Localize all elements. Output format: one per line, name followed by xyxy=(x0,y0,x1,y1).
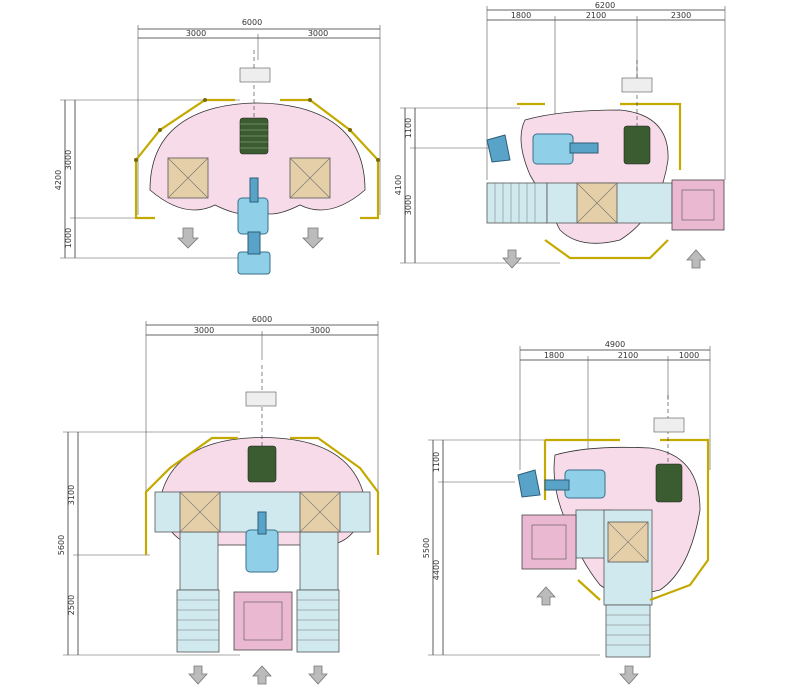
dim-total-width: 6200 xyxy=(595,1,615,10)
dim-total-height: 4200 xyxy=(54,170,63,190)
dim-upper-height: 1100 xyxy=(404,118,413,138)
dim-right-width: 3000 xyxy=(310,326,330,335)
dim-seg3-width: 2300 xyxy=(671,11,691,20)
wire-feeder-icon xyxy=(239,67,271,83)
robot-arm-icon xyxy=(486,133,599,165)
dim-seg1-width: 1800 xyxy=(511,11,531,20)
flow-arrow-icon xyxy=(188,665,328,685)
wire-feeder-icon xyxy=(621,77,653,93)
dim-lower-height: 3000 xyxy=(404,195,413,215)
safety-fence-icon xyxy=(543,438,710,602)
dim-total-width: 6000 xyxy=(242,18,262,27)
layout-top-left: 6000 3000 3000 4200 3000 1000 xyxy=(54,18,381,275)
dim-seg1-width: 1800 xyxy=(544,351,564,360)
layout-bottom-right: 4900 1800 2100 1000 5500 1100 4400 xyxy=(422,340,711,685)
robot-arm-icon xyxy=(517,469,606,499)
conveyor-icon xyxy=(179,531,219,591)
dim-lower-height: 2500 xyxy=(67,595,76,615)
dim-seg2-width: 2100 xyxy=(618,351,638,360)
wire-coil-icon xyxy=(247,445,277,483)
dim-right-width: 3000 xyxy=(308,29,328,38)
conveyor-icon xyxy=(176,589,220,653)
dim-left-width: 3000 xyxy=(186,29,206,38)
safety-fence-icon xyxy=(517,102,682,260)
safety-fence-icon xyxy=(134,98,380,220)
wire-coil-icon xyxy=(655,463,683,503)
dim-upper-height: 3000 xyxy=(64,150,73,170)
pallet-icon xyxy=(671,179,725,231)
flow-arrow-icon xyxy=(177,227,324,249)
flow-arrow-icon xyxy=(536,586,639,685)
dim-total-height: 5600 xyxy=(57,535,66,555)
wire-coil-icon xyxy=(623,125,651,165)
robot-arm-icon xyxy=(237,177,271,275)
dim-lower-height: 1000 xyxy=(64,228,73,248)
conveyor-icon xyxy=(486,182,548,224)
dim-seg2-width: 2100 xyxy=(586,11,606,20)
layout-bottom-left: 6000 3000 3000 5600 3100 2500 xyxy=(57,315,380,685)
conveyor-icon xyxy=(296,589,340,653)
dim-upper-height: 1100 xyxy=(432,452,441,472)
dim-total-height: 4100 xyxy=(394,175,403,195)
wire-feeder-icon xyxy=(245,391,277,407)
pallet-icon xyxy=(521,514,577,570)
conveyor-icon xyxy=(605,604,651,658)
wire-feeder-icon xyxy=(653,417,685,433)
layout-top-right: 6200 1800 2100 2300 4100 1100 3000 xyxy=(394,1,726,269)
dim-seg3-width: 1000 xyxy=(679,351,699,360)
dim-total-width: 4900 xyxy=(605,340,625,349)
dim-total-width: 6000 xyxy=(252,315,272,324)
dim-left-width: 3000 xyxy=(194,326,214,335)
dim-upper-height: 3100 xyxy=(67,485,76,505)
dim-total-height: 5500 xyxy=(422,538,431,558)
robot-arm-icon xyxy=(245,511,279,573)
dim-lower-height: 4400 xyxy=(432,560,441,580)
pallet-icon xyxy=(233,591,293,651)
flow-arrow-icon xyxy=(502,249,706,269)
conveyor-icon xyxy=(299,531,339,591)
safety-fence-icon xyxy=(144,436,380,555)
